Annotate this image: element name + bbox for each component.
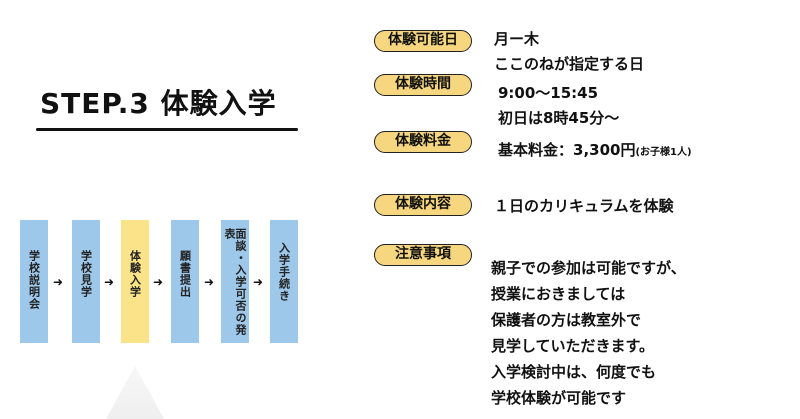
flow-step-school-tour: 学校見学 [72,220,100,343]
note-line: 授業におきましては [491,285,626,303]
flow-step-label: 面談・入学可否の発表 [223,228,247,336]
note-line: 入学検討中は、何度でも [491,363,657,381]
arrow-right-icon: ➜ [253,275,264,289]
days-value-weekdays: 月ー木 [494,30,540,48]
note-line: 学校体験が可能です [491,389,627,407]
arrow-right-icon: ➜ [104,275,115,289]
days-label: 体験可能日 [374,30,472,52]
flow-step-label: 願書提出 [178,250,192,298]
flow-step-label: 入学手続き [277,242,291,302]
flow-step-label: 学校説明会 [27,250,41,310]
arrow-right-icon: ➜ [53,275,64,289]
title-underline [36,128,298,131]
content-value: １日のカリキュラムを体験 [494,197,674,215]
current-step-pointer [106,366,164,419]
flow-step-label: 学校見学 [79,250,93,298]
note-line: 保護者の方は教室外で [491,311,642,329]
notes-label: 注意事項 [374,244,472,266]
flow-step-school-briefing: 学校説明会 [20,220,48,343]
fee-amount: 基本料金：3,300円 [498,141,636,159]
note-line: 見学していただきます。 [491,337,655,355]
content-label: 体験内容 [374,194,472,216]
time-label: 体験時間 [374,74,472,96]
arrow-right-icon: ➜ [204,275,215,289]
flow-step-enrollment-procedure: 入学手続き [270,220,298,343]
time-value-hours: 9:00〜15:45 [498,84,599,102]
days-value-designated: ここのねが指定する日 [494,55,645,73]
page-title: STEP.3 体験入学 [40,87,277,120]
fee-value: 基本料金：3,300円(お子様1人) [498,140,692,163]
time-value-first-day: 初日は8時45分〜 [498,109,620,127]
flow-step-application: 願書提出 [171,220,199,343]
flow-step-label: 体験入学 [128,250,142,298]
note-line: 親子での参加は可能ですが、 [491,259,686,277]
arrow-right-icon: ➜ [153,275,164,289]
fee-label: 体験料金 [374,131,472,153]
fee-note: (お子様1人) [635,147,692,158]
flow-step-trial-enrollment: 体験入学 [121,220,149,343]
flow-step-interview-result: 面談・入学可否の発表 [221,220,249,343]
